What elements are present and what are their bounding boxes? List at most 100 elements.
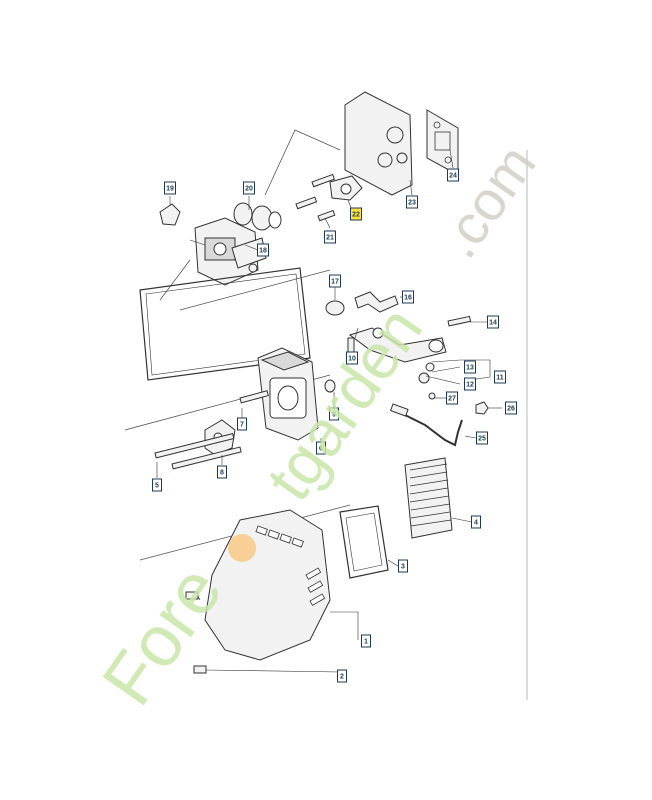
filter-cover-part — [204, 509, 331, 661]
callout-17: 17 — [329, 274, 341, 288]
callout-19: 19 — [164, 181, 176, 195]
callout-23: 23 — [406, 195, 418, 209]
air-filter-assembly — [339, 457, 473, 579]
callout-11: 11 — [494, 370, 506, 384]
callout-number: 22 — [352, 212, 360, 219]
pre-filter-part — [339, 505, 389, 579]
air-filter-part — [404, 457, 453, 539]
nut-part — [475, 401, 489, 415]
callout-number: 25 — [478, 436, 486, 443]
callout-box — [447, 168, 459, 182]
screw-part — [295, 173, 336, 222]
callout-number: 24 — [449, 173, 457, 180]
callout-number: 1 — [364, 639, 368, 646]
callout-box — [237, 417, 247, 431]
callout-box — [243, 181, 255, 195]
callout-number: 4 — [474, 520, 478, 527]
callout-5: 5 — [152, 478, 162, 492]
callout-4: 4 — [471, 515, 481, 529]
callout-box — [446, 391, 458, 405]
callout-number: 21 — [326, 235, 334, 242]
callout-27: 27 — [446, 391, 458, 405]
callout-box — [471, 515, 481, 529]
intake-connector-part — [233, 202, 282, 231]
callout-box — [324, 230, 336, 244]
callout-number: 12 — [466, 382, 474, 389]
callout-7: 7 — [237, 417, 247, 431]
callout-number: 9 — [332, 412, 336, 419]
callout-number: 16 — [404, 295, 412, 302]
callout-16: 16 — [402, 290, 414, 304]
callout-number: 13 — [466, 365, 474, 372]
callout-26: 26 — [505, 401, 517, 415]
callout-box — [164, 181, 176, 195]
callout-box — [487, 315, 499, 329]
forestgarden-watermark: Fore tgarden .com — [88, 133, 548, 719]
callout-box — [464, 377, 476, 391]
callout-box — [406, 195, 418, 209]
callout-box — [257, 243, 269, 257]
callout-number: 8 — [220, 470, 224, 477]
throttle-cable-part — [394, 409, 463, 447]
callout-10: 10 — [346, 351, 358, 365]
intake-flange-part — [344, 91, 413, 196]
callout-box — [398, 559, 408, 573]
callout-box — [152, 478, 162, 492]
callout-21: 21 — [324, 230, 336, 244]
callout-20: 20 — [243, 181, 255, 195]
watermark-orange-dot — [228, 534, 256, 562]
callout-box — [217, 465, 227, 479]
callout-number: 10 — [348, 356, 356, 363]
middle-assembly — [325, 285, 502, 447]
callout-8: 8 — [217, 465, 227, 479]
callout-25: 25 — [476, 431, 488, 445]
callout-number: 5 — [155, 483, 159, 490]
filter-housing-assembly — [124, 269, 351, 561]
callout-box — [494, 370, 506, 384]
callout-18: 18 — [257, 243, 269, 257]
callout-number: 26 — [507, 406, 515, 413]
callout-number: 3 — [401, 564, 405, 571]
callout-number: 14 — [489, 320, 497, 327]
callout-number: 11 — [496, 375, 504, 382]
callout-number: 19 — [166, 186, 174, 193]
callout-13: 13 — [464, 360, 476, 374]
callout-box — [337, 669, 347, 683]
callout-box — [476, 431, 488, 445]
callout-number: 7 — [240, 422, 244, 429]
intake-gasket-part — [426, 109, 459, 176]
callout-box — [329, 274, 341, 288]
callout-number: 18 — [259, 248, 267, 255]
callout-2: 2 — [337, 669, 347, 683]
callout-box — [505, 401, 517, 415]
callout-box — [316, 441, 326, 455]
callout-3: 3 — [398, 559, 408, 573]
callout-number: 17 — [331, 279, 339, 286]
callout-box — [361, 634, 371, 648]
callout-12: 12 — [464, 377, 476, 391]
callout-1: 1 — [361, 634, 371, 648]
choke-knob-part — [159, 203, 181, 226]
callout-24: 24 — [447, 168, 459, 182]
spring-part — [325, 300, 345, 316]
filter-gasket-part — [139, 267, 311, 381]
clip-part — [354, 291, 399, 313]
callout-box — [346, 351, 358, 365]
top-assembly — [159, 91, 459, 301]
carburettor-part — [189, 217, 267, 286]
callout-box — [464, 360, 476, 374]
callout-9: 9 — [329, 407, 339, 421]
callout-14: 14 — [487, 315, 499, 329]
callout-number: 6 — [319, 446, 323, 453]
callout-number: 2 — [340, 674, 344, 681]
callout-box — [350, 207, 362, 221]
callout-6: 6 — [316, 441, 326, 455]
callout-box — [329, 407, 339, 421]
callout-number: 20 — [245, 186, 253, 193]
callout-22: 22 — [350, 207, 362, 221]
callout-number: 23 — [408, 200, 416, 207]
callout-number: 27 — [448, 396, 456, 403]
callout-box — [402, 290, 414, 304]
